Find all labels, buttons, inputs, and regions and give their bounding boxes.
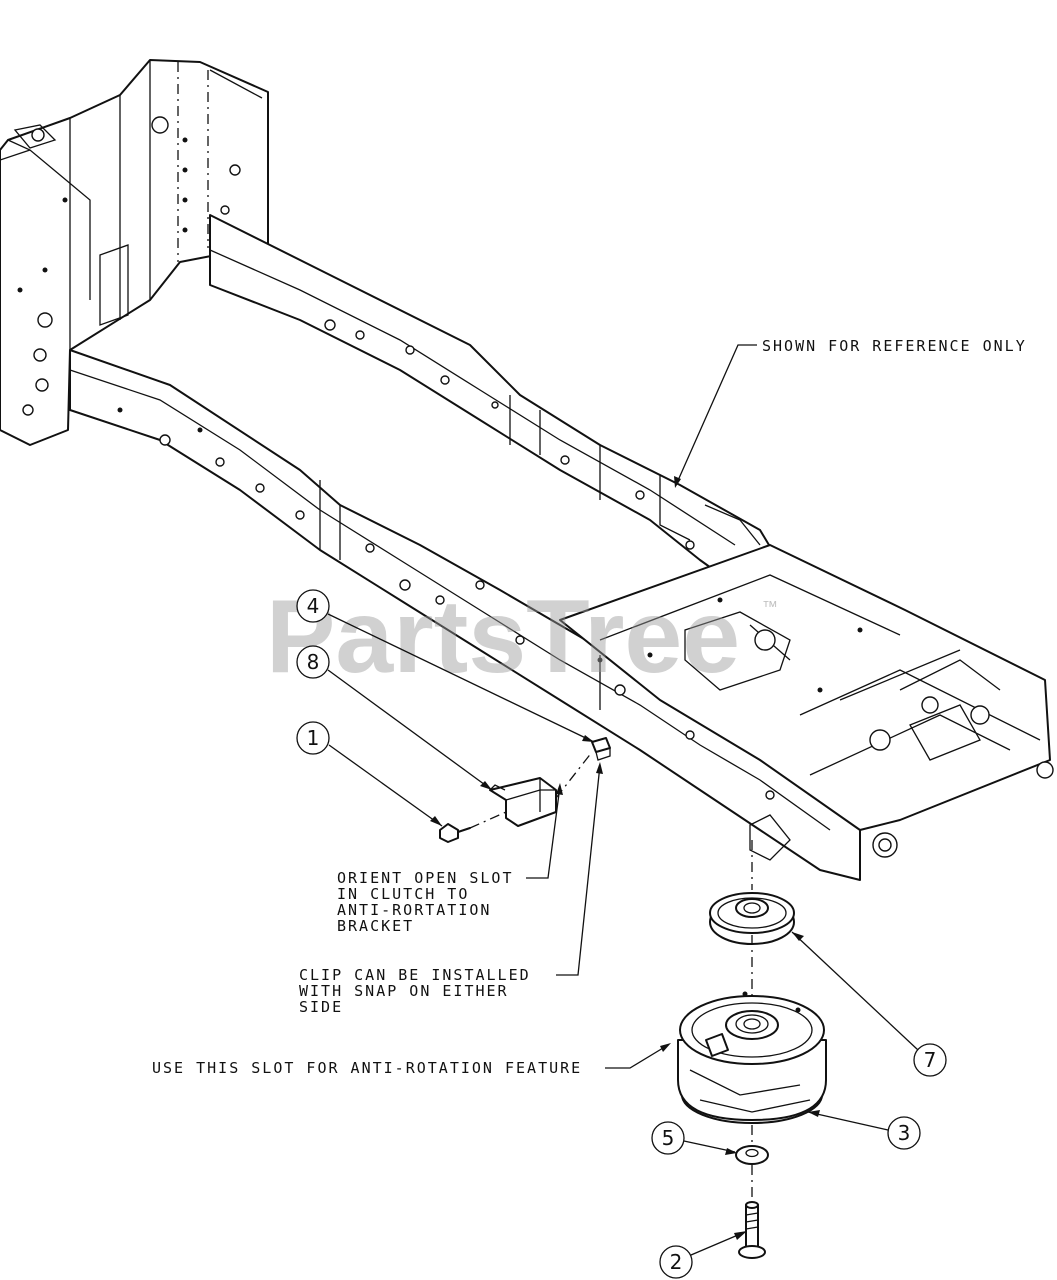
anti-rotation-bracket — [489, 777, 557, 827]
note-reference-text: SHOWN FOR REFERENCE ONLY — [762, 337, 1027, 355]
note-orient-line-4: BRACKET — [337, 917, 414, 935]
clip-centerline — [555, 751, 593, 799]
watermark-trademark: ™ — [762, 599, 778, 616]
callout-3-number: 3 — [898, 1121, 911, 1145]
callout-4: 4 — [296, 589, 595, 743]
note-clip: CLIP CAN BE INSTALLED WITH SNAP ON EITHE… — [299, 762, 603, 1016]
callout-7: 7 — [791, 931, 947, 1077]
note-clip-line-3: SIDE — [299, 998, 343, 1016]
bolt-centerline — [469, 811, 507, 829]
washer — [735, 1145, 769, 1165]
note-orient-slot: ORIENT OPEN SLOT IN CLUTCH TO ANTI-RORTA… — [337, 783, 563, 935]
watermark-text: PartsTree — [266, 579, 740, 695]
note-orient-line-3: ANTI-RORTATION — [337, 901, 491, 919]
callout-1: 1 — [296, 721, 443, 827]
callout-8: 8 — [296, 645, 493, 791]
note-orient-line-2: IN CLUTCH TO — [337, 885, 469, 903]
callout-7-number: 7 — [924, 1048, 937, 1072]
note-orient-line-1: ORIENT OPEN SLOT — [337, 869, 514, 887]
note-slot-feature: USE THIS SLOT FOR ANTI-ROTATION FEATURE — [152, 1043, 671, 1077]
callout-1-number: 1 — [307, 726, 320, 750]
tractor-frame — [0, 59, 1054, 881]
note-clip-line-2: WITH SNAP ON EITHER — [299, 982, 509, 1000]
note-clip-line-1: CLIP CAN BE INSTALLED — [299, 966, 531, 984]
callout-2: 2 — [659, 1231, 747, 1279]
callout-8-number: 8 — [307, 650, 320, 674]
clip — [591, 737, 611, 761]
bolt — [738, 1201, 766, 1259]
pto-clutch — [677, 991, 827, 1124]
pulley — [709, 892, 795, 945]
callout-3: 3 — [807, 1110, 921, 1150]
callout-5: 5 — [651, 1121, 737, 1155]
callout-2-number: 2 — [670, 1250, 683, 1274]
note-slot-feature-text: USE THIS SLOT FOR ANTI-ROTATION FEATURE — [152, 1059, 582, 1077]
callout-5-number: 5 — [662, 1126, 675, 1150]
watermark: PartsTree ™ — [266, 579, 778, 695]
note-reference-only: SHOWN FOR REFERENCE ONLY — [674, 337, 1027, 488]
callout-4-number: 4 — [307, 594, 320, 618]
bolt-small — [439, 823, 471, 843]
